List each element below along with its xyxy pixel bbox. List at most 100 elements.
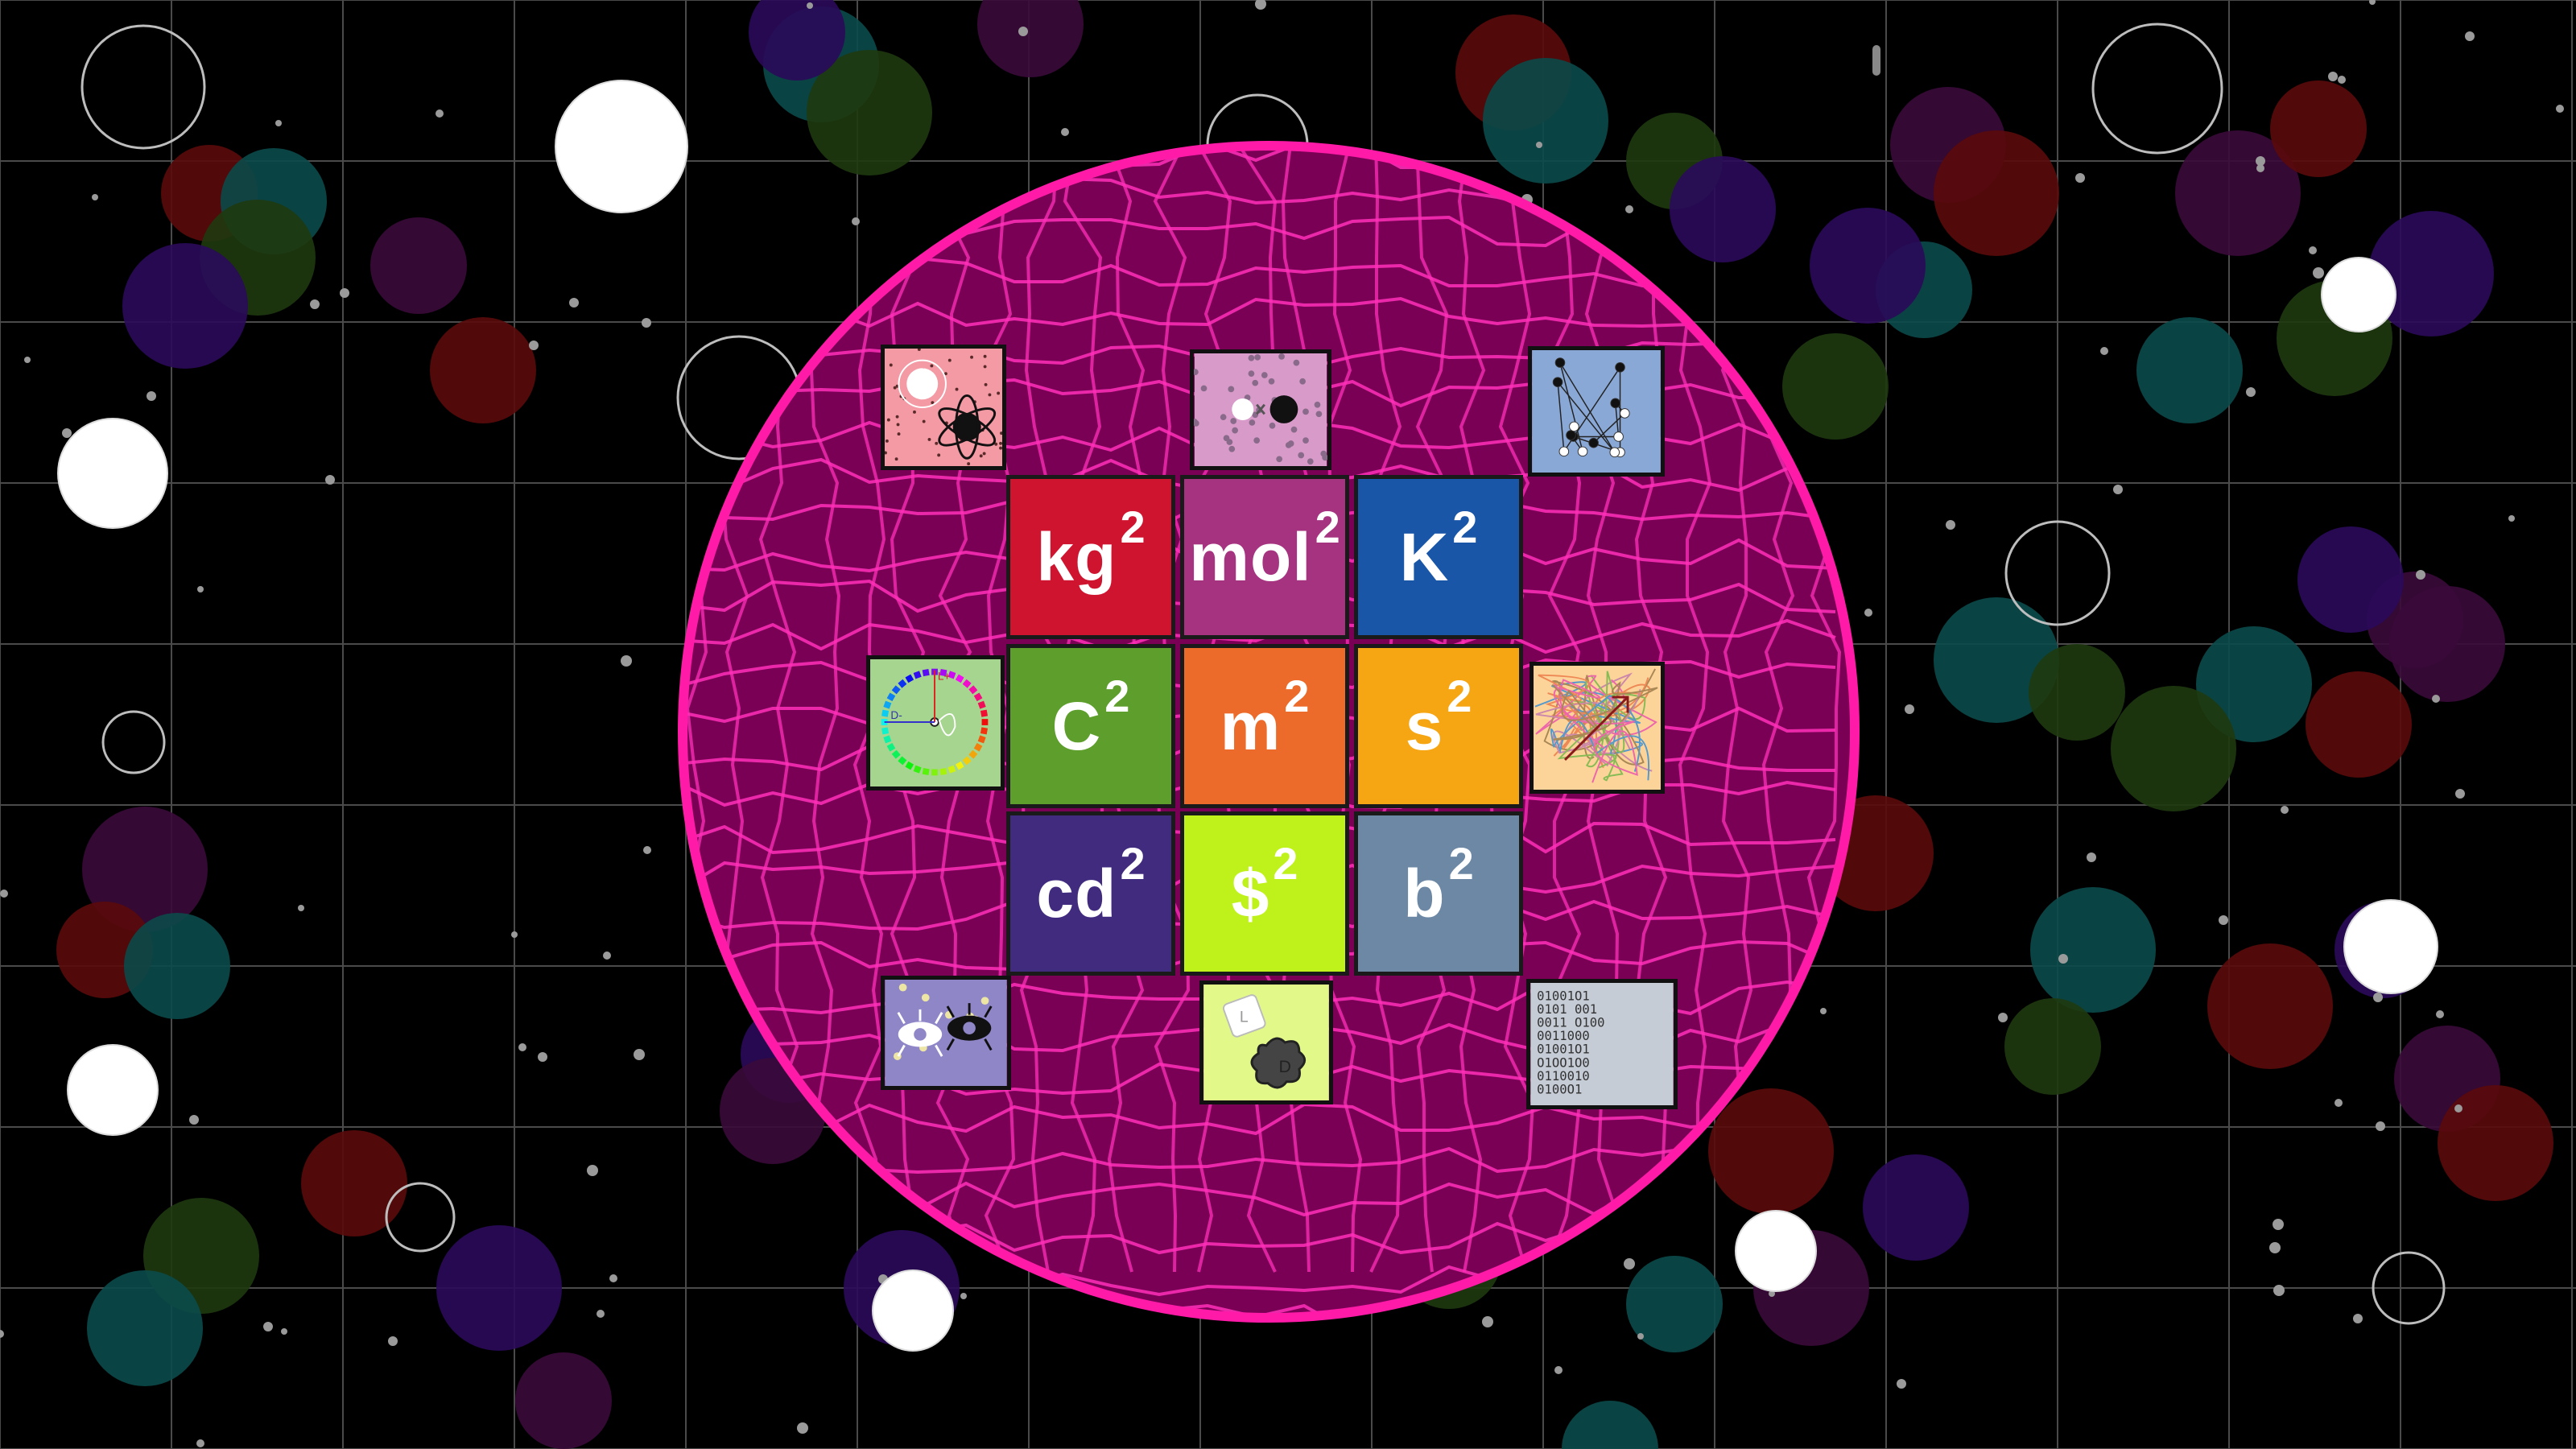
speck <box>984 382 988 386</box>
star-dot <box>2256 164 2264 172</box>
star-dot <box>511 931 518 938</box>
bokeh-dot <box>1562 1401 1658 1449</box>
speck <box>893 386 897 390</box>
star-dot <box>807 2 813 9</box>
eyes-icon[interactable] <box>881 976 1011 1090</box>
network-node <box>1609 447 1620 458</box>
star-dot <box>340 288 349 298</box>
star-dot <box>587 1165 598 1176</box>
star-dot <box>1897 1379 1906 1389</box>
star-dot <box>2556 105 2564 113</box>
speck <box>1302 408 1309 415</box>
network-edge <box>1559 362 1583 452</box>
bokeh-dot <box>370 217 467 314</box>
speck <box>1249 419 1256 426</box>
scribble-graph-icon[interactable] <box>1530 662 1665 794</box>
wheel-segment <box>980 727 989 735</box>
bokeh-dot <box>2030 887 2156 1013</box>
atom-icon[interactable] <box>881 345 1006 470</box>
speck <box>1276 456 1283 463</box>
star-dot <box>2113 485 2123 494</box>
wheel-segment <box>973 692 983 702</box>
bokeh-dot <box>807 50 932 175</box>
unit-exponent: 2 <box>1448 837 1474 889</box>
speck <box>897 432 901 436</box>
speck <box>1290 426 1298 433</box>
speck <box>983 365 987 369</box>
bokeh-dot <box>977 0 1084 77</box>
wheel-segment <box>977 735 986 744</box>
wheel-segment <box>922 767 930 776</box>
outline-circle <box>2372 1251 2446 1325</box>
sphere-outline <box>678 141 1860 1323</box>
unit-exponent: 2 <box>1273 837 1298 889</box>
white-dot <box>555 80 688 213</box>
atom-icon-art <box>885 349 1002 466</box>
speck <box>979 454 983 458</box>
speck <box>917 349 921 351</box>
speck <box>1268 378 1275 385</box>
wheel-segment <box>891 685 901 695</box>
star-dot <box>147 391 156 401</box>
star-dot <box>2309 246 2317 254</box>
star-dot <box>1905 704 1914 714</box>
speck <box>1232 427 1238 434</box>
unit-base: $ <box>1231 856 1270 931</box>
speck <box>1298 452 1305 459</box>
star-dot <box>1536 142 1542 148</box>
star-dot <box>2353 1314 2363 1323</box>
wheel-segment <box>947 765 956 774</box>
speck <box>967 462 971 466</box>
bokeh-dot <box>82 807 208 932</box>
network-node <box>1613 431 1624 442</box>
speck <box>930 364 934 368</box>
speck <box>955 387 959 391</box>
dark-blob-letter: D <box>1279 1057 1291 1076</box>
star-dot <box>1946 520 1955 530</box>
speck <box>983 354 987 358</box>
speck <box>937 453 941 457</box>
grey-capsule <box>1872 45 1880 76</box>
star-dot <box>2328 72 2338 81</box>
wheel-segment <box>886 692 896 702</box>
wheel-segment <box>898 756 907 766</box>
speck <box>1220 414 1227 421</box>
speck <box>894 457 898 461</box>
color-wheel-icon[interactable]: L+ D- <box>866 655 1005 791</box>
bokeh-dot <box>1626 1256 1723 1352</box>
unit-tile-dollar[interactable]: $2 <box>1180 811 1349 976</box>
speck <box>1252 379 1259 386</box>
star-dot <box>569 298 579 308</box>
binary-line: 0110010 <box>1537 1069 1590 1084</box>
wheel-segment <box>886 742 896 752</box>
light-dark-blobs-icon[interactable]: L D <box>1199 980 1333 1104</box>
scribble-line <box>1551 681 1658 741</box>
star-dot <box>1482 1316 1493 1327</box>
speck <box>927 437 931 441</box>
glow-dot <box>921 993 930 1002</box>
particles-icon[interactable] <box>1190 349 1331 470</box>
molecule-network-icon[interactable] <box>1528 346 1665 477</box>
bokeh-dot <box>301 1130 407 1236</box>
wheel-segment <box>980 709 989 717</box>
speck <box>896 423 900 427</box>
unit-base: C <box>1051 688 1102 764</box>
bokeh-dot <box>1934 130 2059 256</box>
glow-dot <box>898 983 907 992</box>
particles-icon-art <box>1194 353 1327 466</box>
unit-base: K <box>1399 519 1450 595</box>
unit-exponent: 2 <box>1284 670 1310 721</box>
network-node <box>1620 408 1630 419</box>
wheel-segment <box>955 674 964 683</box>
